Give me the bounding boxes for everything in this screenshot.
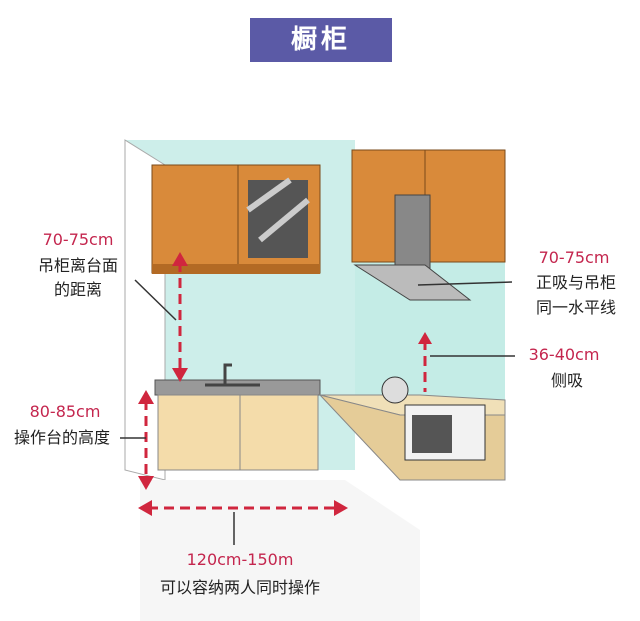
hood-front-label: 同一水平线 xyxy=(535,298,617,317)
wall-cabinet-gap-label: 的距离 xyxy=(53,280,103,299)
microwave-door xyxy=(412,415,452,453)
title-banner: 橱柜 xyxy=(250,18,392,62)
aisle-width-label: 可以容纳两人同时操作 xyxy=(159,578,321,597)
cabinet-bottom-trim xyxy=(152,264,320,274)
faucet xyxy=(223,363,232,384)
countertop-left xyxy=(154,379,321,396)
range-hood-chimney xyxy=(394,194,431,271)
aisle-width-value: 120cm-150m xyxy=(186,550,294,569)
counter-height-value: 80-85cm xyxy=(29,402,101,421)
counter-height-label: 操作台的高度 xyxy=(13,428,111,447)
arrowheads xyxy=(138,252,432,516)
upper-cabinet-left xyxy=(151,164,239,274)
glass-reflection xyxy=(258,197,310,243)
glass-panel xyxy=(248,180,308,258)
kettle xyxy=(381,376,409,404)
wall-cabinet-gap-value: 70-75cm xyxy=(42,230,114,249)
base-cabinet-left xyxy=(157,394,319,471)
wall-cabinet-gap-label: 吊柜离台面 xyxy=(37,256,119,275)
leader-lines xyxy=(120,279,515,545)
hood-side-value: 36-40cm xyxy=(528,345,600,364)
dimension-lines xyxy=(144,262,427,510)
floor xyxy=(140,480,420,621)
glass-reflection xyxy=(246,177,292,213)
hood-front-value: 70-75cm xyxy=(538,248,610,267)
hood-side-label: 侧吸 xyxy=(550,371,584,390)
range-hood xyxy=(353,264,472,301)
hood-front-label: 正吸与吊柜 xyxy=(535,273,617,292)
